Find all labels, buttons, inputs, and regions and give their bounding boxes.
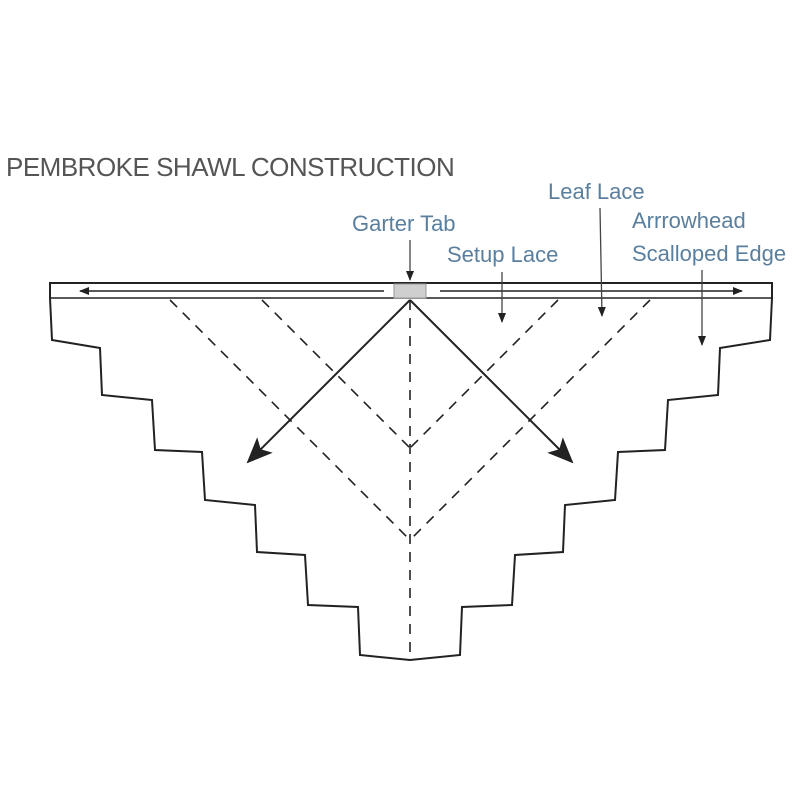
diagram-title: PEMBROKE SHAWL CONSTRUCTION [6, 152, 455, 182]
shawl-outline [49, 282, 773, 662]
knit-direction-arrow-left [246, 299, 411, 464]
callout-arrows [406, 207, 706, 346]
label-garter-tab: Garter Tab [352, 211, 456, 236]
label-arrowhead: Arrrowhead [632, 208, 746, 233]
label-leaf-lace: Leaf Lace [548, 179, 645, 204]
callout-arrow-leaf-lace [597, 207, 606, 317]
knit-direction-arrow-right [409, 299, 574, 464]
label-setup-lace: Setup Lace [447, 242, 559, 267]
garter-tab [393, 283, 427, 299]
label-scalloped-edge: Scalloped Edge [632, 241, 787, 266]
